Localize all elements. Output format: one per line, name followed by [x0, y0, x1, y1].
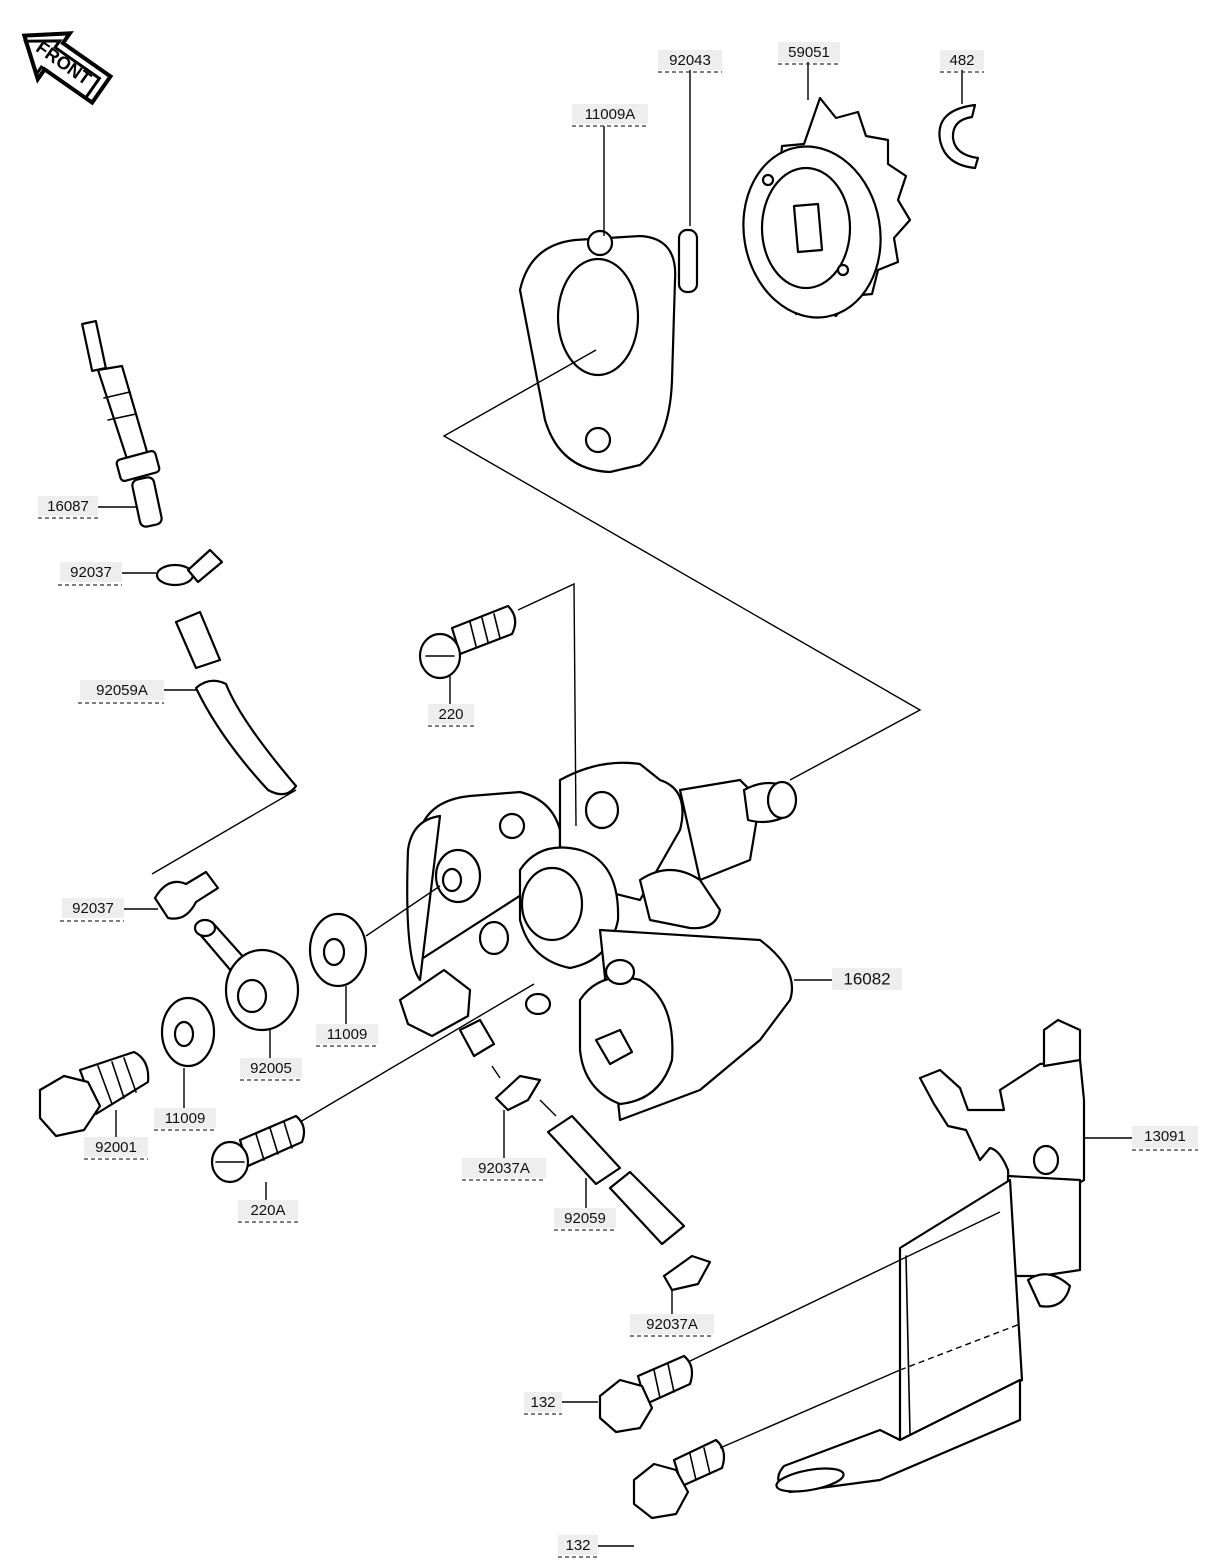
clamp-92037-top [155, 548, 224, 587]
front-arrow-icon: FRONT [21, 31, 114, 106]
part-label-92043: 92043 [658, 50, 722, 73]
svg-text:11009A: 11009A [585, 106, 636, 123]
part-label-13091: 13091 [1132, 1126, 1198, 1151]
part-label-220: 220 [428, 704, 474, 727]
svg-text:220: 220 [438, 706, 463, 723]
svg-text:92005: 92005 [250, 1060, 292, 1077]
banjo-92005 [193, 918, 300, 1032]
clamp-92037A-2 [662, 1254, 712, 1292]
part-label-16082: 16082 [832, 968, 902, 990]
svg-text:16082: 16082 [843, 969, 890, 988]
washer-11009-lower [160, 996, 216, 1068]
part-label-11009-lower: 11009 [154, 1108, 216, 1131]
circlip-482 [938, 103, 980, 170]
svg-text:482: 482 [949, 52, 974, 69]
part-label-16087: 16087 [38, 496, 98, 519]
callout-leaders [96, 62, 1132, 1547]
part-label-11009A: 11009A [572, 104, 648, 127]
svg-text:92043: 92043 [669, 52, 711, 69]
svg-text:59051: 59051 [788, 44, 830, 61]
dowel-pin-92043 [677, 228, 699, 294]
part-label-92037A-2: 92037A [630, 1314, 714, 1337]
gear-59051 [742, 96, 912, 319]
svg-text:11009: 11009 [327, 1026, 368, 1043]
screw-220A [210, 1114, 306, 1184]
hose-92059A [194, 679, 298, 796]
assembly-lines [151, 349, 1021, 1449]
svg-text:16087: 16087 [47, 498, 89, 515]
part-label-92001: 92001 [84, 1137, 148, 1160]
part-label-92059: 92059 [554, 1208, 616, 1231]
screw-220 [418, 604, 517, 680]
svg-text:92059A: 92059A [96, 682, 148, 699]
part-label-92037A-1: 92037A [462, 1158, 546, 1181]
washer-11009-upper [308, 912, 368, 988]
hose-92059 [546, 1114, 686, 1246]
svg-text:220A: 220A [250, 1202, 285, 1219]
gasket-11009A [518, 229, 677, 474]
part-label-92059A: 92059A [78, 680, 164, 704]
clamp-92037A-1 [494, 1074, 542, 1112]
hose-segment-top [174, 610, 222, 670]
part-label-92037-mid: 92037 [60, 898, 124, 922]
part-label-132-lower: 132 [558, 1535, 598, 1558]
part-label-92037-top: 92037 [58, 562, 122, 586]
svg-text:92059: 92059 [564, 1210, 606, 1227]
svg-text:92037A: 92037A [478, 1160, 530, 1177]
part-label-59051: 59051 [778, 42, 840, 65]
cover-13091 [775, 1018, 1086, 1494]
svg-text:92037A: 92037A [646, 1316, 698, 1333]
oil-pump-16082 [398, 761, 798, 1122]
svg-text:92037: 92037 [70, 564, 112, 581]
part-label-220A: 220A [238, 1200, 298, 1223]
part-label-482: 482 [940, 50, 984, 73]
svg-text:11009: 11009 [165, 1110, 206, 1127]
part-label-11009-upper: 11009 [316, 1024, 378, 1047]
bolt-132-upper [598, 1354, 694, 1434]
svg-text:132: 132 [530, 1394, 555, 1411]
svg-text:92001: 92001 [95, 1139, 137, 1156]
svg-text:92037: 92037 [72, 900, 114, 917]
clamp-92037-mid [153, 870, 220, 920]
part-label-92005: 92005 [240, 1058, 302, 1081]
bolt-132-lower [632, 1438, 726, 1520]
svg-text:13091: 13091 [1144, 1128, 1186, 1145]
part-label-132-upper: 132 [524, 1392, 562, 1415]
banjo-bolt-92001 [38, 1050, 150, 1138]
svg-text:132: 132 [565, 1537, 590, 1554]
fitting-16087 [81, 319, 163, 528]
